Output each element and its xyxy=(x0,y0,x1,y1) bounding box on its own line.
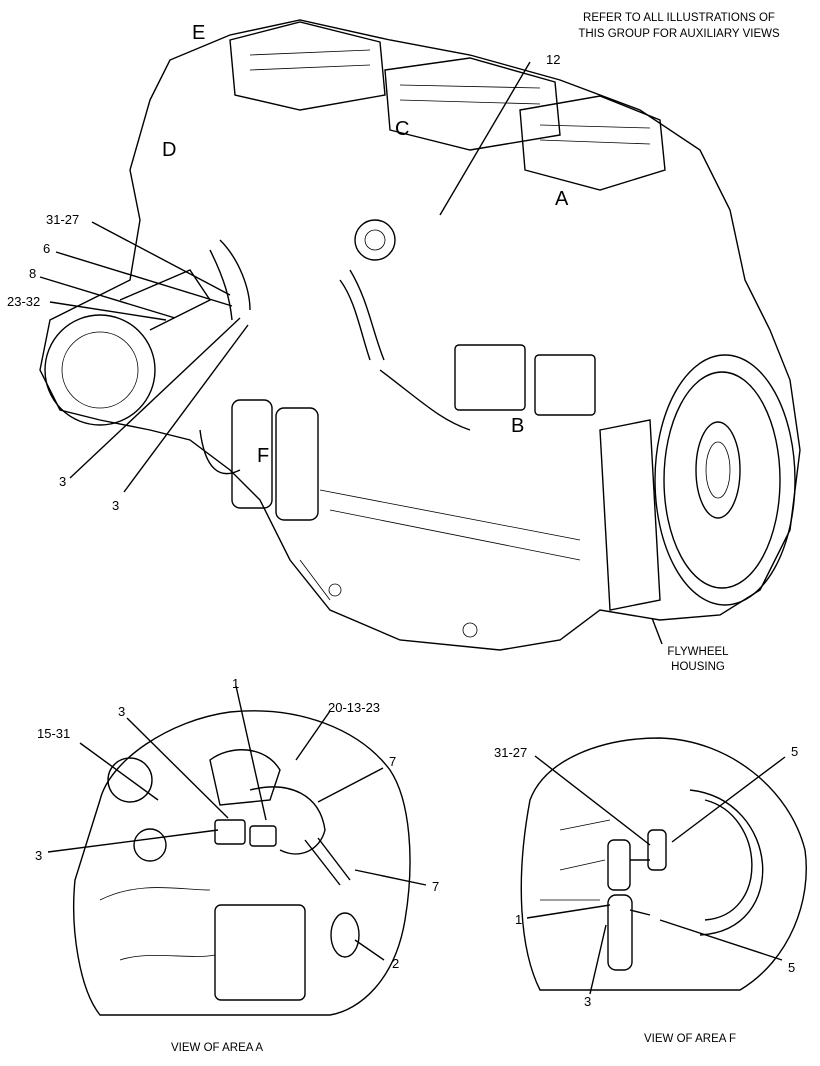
leader-lines xyxy=(39,61,786,995)
view-area-f-illustration xyxy=(520,737,807,991)
area-letter-b: B xyxy=(511,415,524,437)
view-a-callout-15-31: 15-31 xyxy=(37,726,70,741)
area-letter-d: D xyxy=(162,139,176,161)
view-f-callout-31-27: 31-27 xyxy=(494,745,527,760)
view-a-callout-3-top: 3 xyxy=(118,704,125,719)
callout-23-32: 23-32 xyxy=(7,294,40,309)
header-note-line2: THIS GROUP FOR AUXILIARY VIEWS xyxy=(578,28,780,40)
area-letter-e: E xyxy=(192,22,205,44)
view-f-callout-1: 1 xyxy=(515,912,522,927)
view-f-callout-5-bottom: 5 xyxy=(788,960,795,975)
view-f-callout-5-top: 5 xyxy=(791,744,798,759)
view-a-callout-3-left: 3 xyxy=(35,848,42,863)
callout-31-27: 31-27 xyxy=(46,212,79,227)
view-a-callout-7-top: 7 xyxy=(389,754,396,769)
area-letter-c: C xyxy=(395,118,409,140)
view-a-callout-2: 2 xyxy=(392,956,399,971)
engine-main-view xyxy=(39,19,801,651)
view-area-a-illustration xyxy=(73,710,411,1016)
header-note-line1: REFER TO ALL ILLUSTRATIONS OF xyxy=(583,12,775,24)
callout-3-lower: 3 xyxy=(112,498,119,513)
callout-3-upper: 3 xyxy=(59,474,66,489)
flywheel-label-line1: FLYWHEEL xyxy=(667,646,729,658)
flywheel-label-line2: HOUSING xyxy=(671,661,725,673)
area-letter-f: F xyxy=(257,445,269,467)
view-a-callout-1: 1 xyxy=(232,676,239,691)
view-f-caption: VIEW OF AREA F xyxy=(644,1033,736,1045)
callout-8: 8 xyxy=(29,266,36,281)
callout-6: 6 xyxy=(43,241,50,256)
view-a-callout-7-right: 7 xyxy=(432,879,439,894)
view-a-caption: VIEW OF AREA A xyxy=(171,1042,263,1054)
area-letter-a: A xyxy=(555,188,569,210)
view-a-callout-20-13-23: 20-13-23 xyxy=(328,700,380,715)
view-f-callout-3: 3 xyxy=(584,994,591,1009)
callout-12: 12 xyxy=(546,52,560,67)
